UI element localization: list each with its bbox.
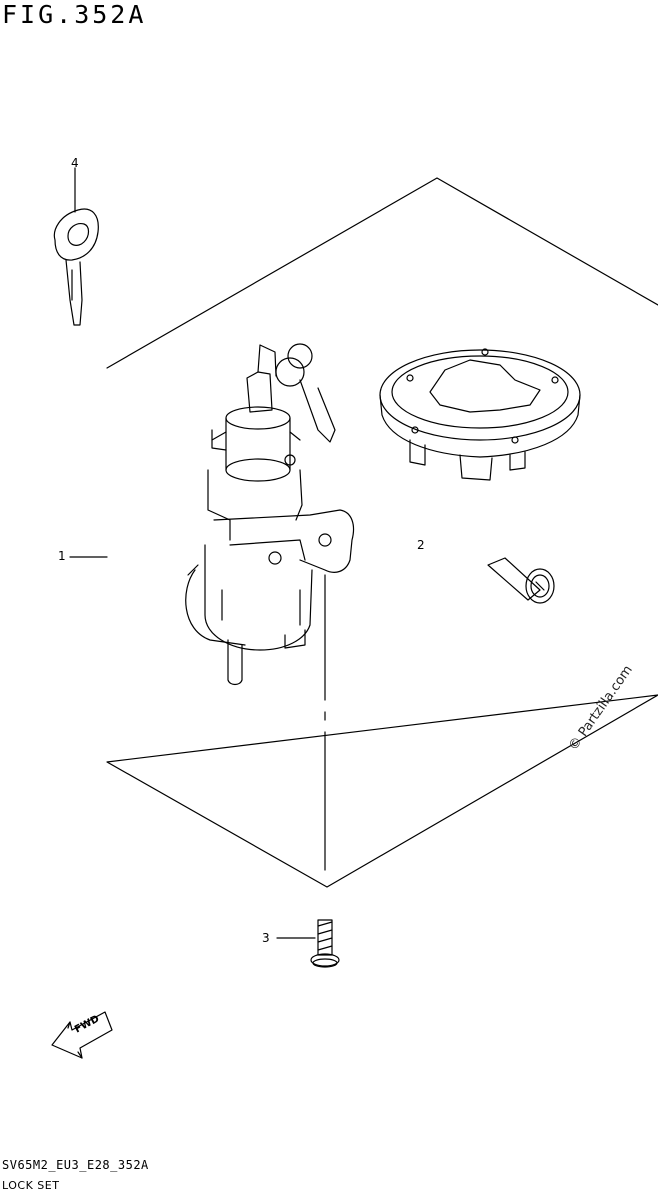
fwd-arrow: [51, 1011, 113, 1059]
callout-4: 4: [71, 156, 79, 170]
seat-lock-cylinder: [487, 557, 555, 604]
figure-title: FIG.352A: [2, 0, 147, 29]
fuel-cap-lock: [379, 348, 581, 481]
ignition-switch: [185, 343, 355, 686]
figure-code: SV65M2_EU3_E28_352A: [2, 1158, 149, 1172]
callout-2: 2: [417, 538, 425, 552]
callout-3: 3: [262, 931, 270, 945]
key-part-4: [53, 167, 99, 326]
set-name: LOCK SET: [2, 1179, 60, 1192]
callout-1: 1: [58, 549, 66, 563]
screw-part-3: [276, 919, 340, 968]
set-outline: [106, 177, 658, 888]
